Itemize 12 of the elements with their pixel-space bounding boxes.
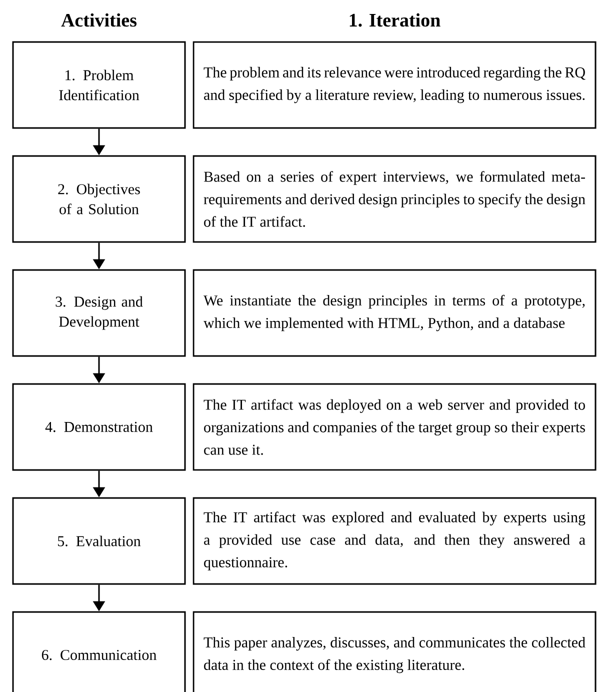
activity-box: 2. Objectives of a Solution bbox=[12, 155, 186, 243]
activity-box: 1. Problem Identification bbox=[12, 41, 186, 129]
description-box: The IT artifact was deployed on a web server and provided to organizations and companies of the target group so their experts can use it. bbox=[192, 383, 596, 471]
activity-box: 4. Demonstration bbox=[12, 383, 186, 471]
description-box: We instantiate the design principles in terms of a prototype, which we implemented with HTML, Python, and a database bbox=[192, 269, 596, 357]
activity-box: 5. Evaluation bbox=[12, 497, 186, 585]
description-box: The IT artifact was explored and evaluated by experts using a provided use case and data, and then they answered a questionnaire. bbox=[192, 497, 596, 585]
description-box: Based on a series of expert interviews, we formulated meta-requirements and derived design principles to specify the design of the IT artifact. bbox=[192, 155, 596, 243]
activity-box: 3. Design and Development bbox=[12, 269, 186, 357]
activity-box: 6. Communication bbox=[12, 611, 186, 692]
description-box: This paper analyzes, discusses, and communicates the collected data in the context of the existing literature. bbox=[192, 611, 596, 692]
description-box: The problem and its relevance were introduced regarding the RQ and specified by a literature review, leading to numerous issues. bbox=[192, 41, 596, 129]
